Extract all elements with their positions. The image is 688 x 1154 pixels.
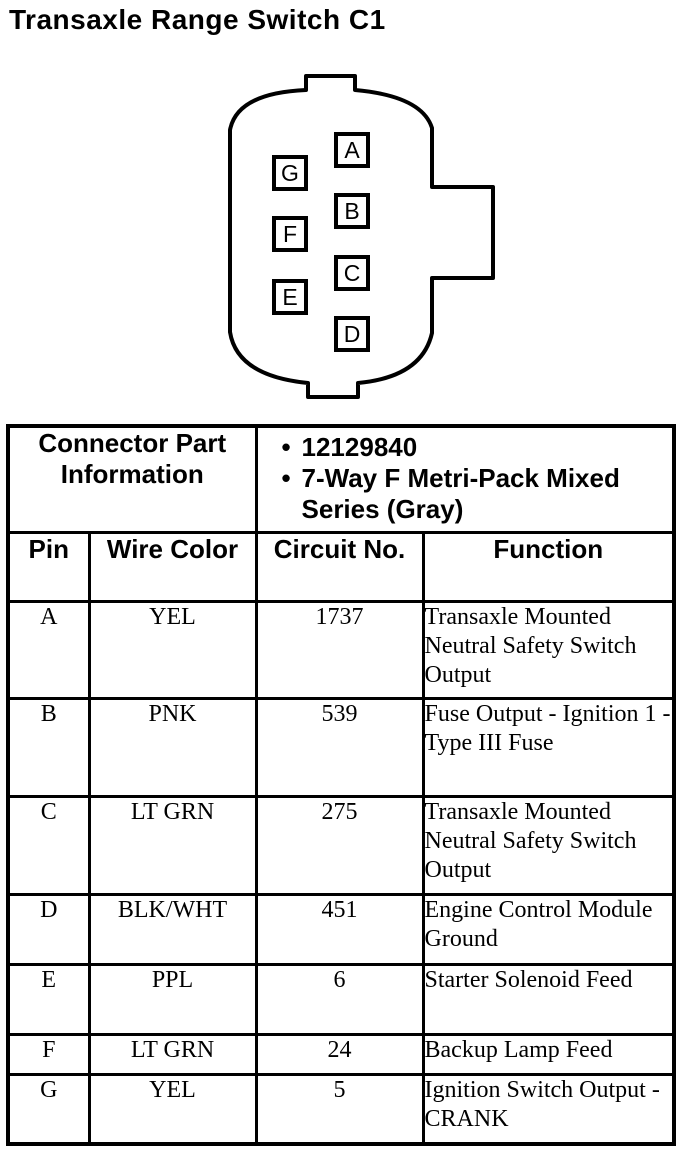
wire-color-cell: LT GRN: [87, 794, 258, 896]
part-info-values: •12129840 •7-Way F Metri-Pack Mixed Seri…: [254, 424, 676, 534]
pin-cell: F: [6, 1032, 91, 1076]
column-header-circuit-no: Circuit No.: [254, 530, 425, 603]
table-row: F LT GRN 24 Backup Lamp Feed: [6, 1032, 676, 1076]
function-cell: Backup Lamp Feed: [421, 1032, 676, 1076]
connector-pin-b: B: [334, 193, 370, 229]
pin-cell: C: [6, 794, 91, 896]
function-cell: Transaxle Mounted Neutral Safety Switch …: [421, 794, 676, 896]
connector-pin-f: F: [272, 216, 308, 252]
table-row: G YEL 5 Ignition Switch Output - CRANK: [6, 1072, 676, 1146]
part-info-row: Connector Part Information •12129840 •7-…: [6, 424, 676, 534]
connector-pin-d: D: [334, 316, 370, 352]
function-cell: Engine Control Module Ground: [421, 892, 676, 966]
circuit-cell: 24: [254, 1032, 425, 1076]
table-row: D BLK/WHT 451 Engine Control Module Grou…: [6, 892, 676, 966]
connector-pin-e: E: [272, 279, 308, 315]
connector-pin-c: C: [334, 255, 370, 291]
pin-cell: D: [6, 892, 91, 966]
pin-cell: B: [6, 696, 91, 798]
pin-cell: G: [6, 1072, 91, 1146]
page-title: Transaxle Range Switch C1: [9, 4, 386, 35]
column-header-wire-color: Wire Color: [87, 530, 258, 603]
wire-color-cell: YEL: [87, 599, 258, 700]
function-cell: Fuse Output - Ignition 1 - Type III Fuse: [421, 696, 676, 798]
function-cell: Transaxle Mounted Neutral Safety Switch …: [421, 599, 676, 700]
circuit-cell: 5: [254, 1072, 425, 1146]
connector-outline-diagram: [228, 74, 495, 399]
table-row: C LT GRN 275 Transaxle Mounted Neutral S…: [6, 794, 676, 896]
column-header-row: Pin Wire Color Circuit No. Function: [6, 530, 676, 603]
wire-color-cell: YEL: [87, 1072, 258, 1146]
wire-color-cell: BLK/WHT: [87, 892, 258, 966]
column-header-function: Function: [421, 530, 676, 603]
pin-cell: E: [6, 962, 91, 1036]
circuit-cell: 6: [254, 962, 425, 1036]
wire-color-cell: LT GRN: [87, 1032, 258, 1076]
circuit-cell: 539: [254, 696, 425, 798]
table-row: A YEL 1737 Transaxle Mounted Neutral Saf…: [6, 599, 676, 700]
circuit-cell: 275: [254, 794, 425, 896]
column-header-pin: Pin: [6, 530, 91, 603]
connector-pin-a: A: [334, 132, 370, 168]
pin-cell: A: [6, 599, 91, 700]
table-row: B PNK 539 Fuse Output - Ignition 1 - Typ…: [6, 696, 676, 798]
function-cell: Starter Solenoid Feed: [421, 962, 676, 1036]
wire-color-cell: PPL: [87, 962, 258, 1036]
table-row: E PPL 6 Starter Solenoid Feed: [6, 962, 676, 1036]
connector-housing-outline: [228, 74, 495, 399]
function-cell: Ignition Switch Output - CRANK: [421, 1072, 676, 1146]
part-info-label: Connector Part Information: [6, 424, 258, 534]
part-number: •12129840: [281, 432, 418, 462]
circuit-cell: 451: [254, 892, 425, 966]
pinout-table: Connector Part Information •12129840 •7-…: [6, 424, 677, 1146]
circuit-cell: 1737: [254, 599, 425, 700]
connector-pin-g: G: [272, 155, 308, 191]
part-description: •7-Way F Metri-Pack Mixed Series (Gray): [281, 463, 620, 524]
wire-color-cell: PNK: [87, 696, 258, 798]
